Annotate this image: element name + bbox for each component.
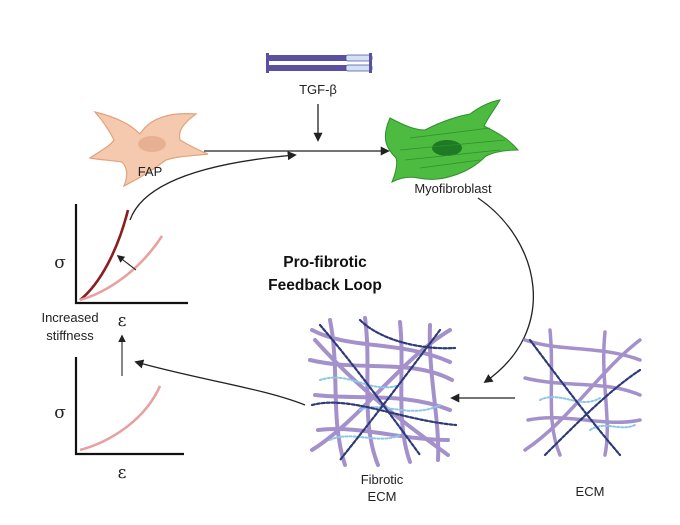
sigma-axis-label-bottom: σ bbox=[54, 403, 66, 423]
tgf-beta-icon bbox=[266, 53, 373, 73]
soft-curve bbox=[79, 235, 164, 302]
myofibroblast-to-fibrotic-ecm-arrow bbox=[477, 197, 534, 384]
loop-title-line1: Pro-fibrotic bbox=[283, 254, 367, 271]
fap-label: FAP bbox=[138, 164, 163, 179]
epsilon-axis-label-bottom: ε bbox=[118, 463, 127, 483]
increased-stiffness-line2: stiffness bbox=[46, 328, 94, 343]
stiffness-to-fap-arrow bbox=[129, 151, 297, 221]
tgf-beta-label: TGF-β bbox=[299, 82, 337, 97]
ecm-label: ECM bbox=[576, 484, 605, 499]
stiff-stress-strain-plot bbox=[74, 204, 188, 305]
normal-curve bbox=[79, 385, 162, 452]
ecm-icon bbox=[523, 328, 642, 457]
fibrotic-ecm-label-line2: ECM bbox=[368, 489, 397, 504]
fibrotic-ecm-to-stiffness-arrow bbox=[134, 359, 306, 406]
myofibroblast-label: Myofibroblast bbox=[414, 181, 492, 196]
normal-stress-strain-plot bbox=[74, 357, 184, 456]
loop-title-line2: Feedback Loop bbox=[268, 277, 382, 294]
stiff-curve bbox=[79, 209, 130, 302]
epsilon-axis-label-top: ε bbox=[118, 311, 127, 331]
fap-cell-icon bbox=[88, 110, 209, 188]
increased-stiffness-line1: Increased bbox=[41, 310, 98, 325]
sigma-axis-label-top: σ bbox=[54, 253, 66, 273]
fibrotic-ecm-label-line1: Fibrotic bbox=[361, 472, 404, 487]
fibrotic-ecm-icon bbox=[308, 316, 458, 467]
myofibroblast-cell-icon bbox=[384, 99, 520, 184]
